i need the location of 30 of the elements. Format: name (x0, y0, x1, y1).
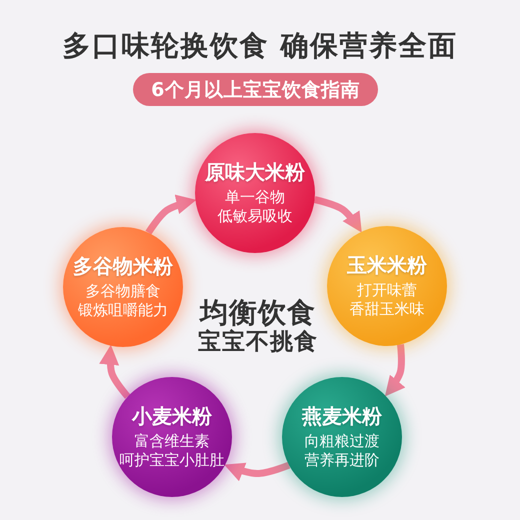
circle-description: 锻炼咀嚼能力 (78, 301, 168, 320)
circle-heading: 原味大米粉 (205, 160, 305, 184)
curved-arrow (224, 462, 290, 482)
circle-heading: 小麦米粉 (132, 404, 212, 428)
circle-description: 富含维生素 (134, 432, 210, 451)
circle-heading: 多谷物米粉 (73, 254, 173, 278)
curved-arrow (99, 344, 130, 399)
circle-heading: 燕麦米粉 (302, 404, 382, 428)
circle-description: 营养再进阶 (304, 451, 380, 470)
flavor-circle (63, 227, 183, 347)
curved-arrow (145, 194, 196, 235)
circle-description: 多谷物膳食 (86, 282, 160, 301)
circle-heading: 玉米米粉 (347, 253, 427, 277)
title: 多口味轮换饮食 确保营养全面 (62, 28, 458, 64)
curved-arrow (314, 196, 364, 234)
circle-description: 向粗粮过渡 (304, 432, 380, 451)
flavor-circle (112, 377, 232, 497)
circle-description: 打开味蕾 (357, 281, 417, 300)
subtitle-text: 6个月以上宝宝饮食指南 (151, 78, 360, 102)
center-slogan: 宝宝不挑食 (198, 329, 318, 356)
subtitle-banner (133, 73, 378, 106)
circle-description: 香甜玉米味 (350, 300, 424, 319)
flavor-circle (327, 226, 447, 346)
flavor-circle (282, 377, 402, 497)
center-slogan: 均衡饮食 (200, 297, 316, 329)
circle-description: 低敏易吸收 (218, 207, 292, 226)
flavor-circle (195, 133, 315, 253)
circle-description: 呵护宝宝小肚肚 (120, 451, 224, 470)
curved-arrow (382, 344, 406, 398)
circle-description: 单一谷物 (225, 188, 285, 207)
